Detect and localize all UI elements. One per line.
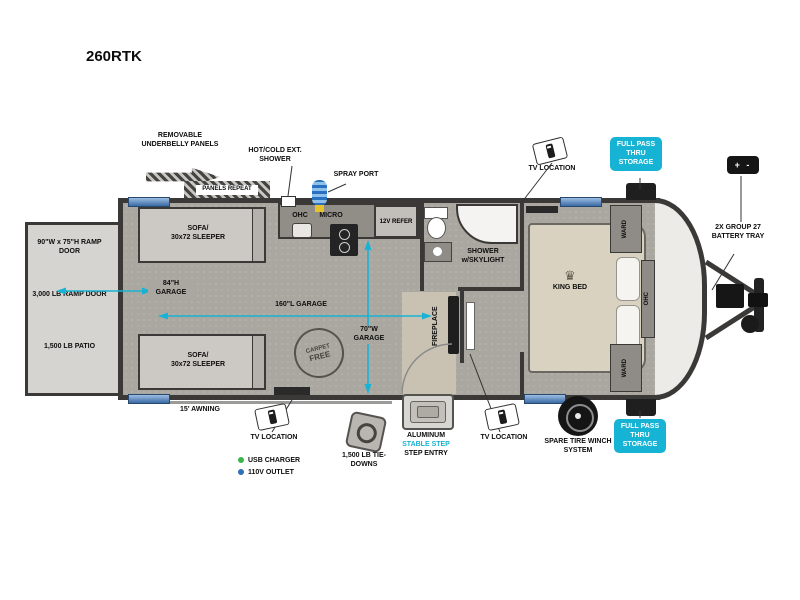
patio-label: 1,500 LB PATIO	[43, 343, 96, 350]
tv-location-label-top: TV LOCATION	[528, 165, 576, 172]
ramp-capacity-label: 3,000 LB RAMP DOOR	[32, 291, 107, 298]
shower-label-line1: SHOWER	[467, 248, 499, 255]
shower-label: SHOWER w/SKYLIGHT	[444, 248, 522, 266]
stove	[330, 224, 358, 256]
bed-ohc-label: OHC	[644, 292, 651, 306]
sofa-bottom: SOFA/ 30x72 SLEEPER	[138, 334, 266, 390]
crown-icon: ♛	[564, 268, 576, 283]
usb-charger-label: USB CHARGER	[248, 457, 301, 464]
fireplace-label: FIREPLACE	[432, 306, 439, 346]
ext-shower-label: HOT/COLD EXT. SHOWER	[248, 147, 302, 163]
fireplace-unit	[448, 296, 459, 354]
ward-label: WARD	[622, 219, 629, 239]
underbelly-label: REMOVABLE UNDERBELLY PANELS	[141, 132, 219, 148]
tv-location-label-bottom-left: TV LOCATION	[250, 434, 298, 441]
micro-label: MICRO	[319, 212, 343, 219]
battery-tray-label: 2X GROUP 27 BATTERY TRAY	[711, 224, 765, 240]
tv-remote-icon	[497, 409, 507, 425]
awning-label: 15' AWNING	[180, 406, 220, 413]
tv-location-icon-bottom-left	[254, 402, 290, 432]
shower-label-line2: w/SKYLIGHT	[461, 256, 505, 264]
garage-height-label: 84"H GARAGE	[148, 280, 194, 298]
bed-ohc-cabinet: OHC	[641, 260, 655, 338]
garage-window-top	[128, 197, 170, 207]
bedroom-wall-top	[520, 203, 524, 291]
usb-charger-dot	[238, 457, 244, 463]
bedroom-wall-tv	[526, 206, 558, 213]
bedroom-window-bottom	[524, 394, 566, 404]
model-title: 260RTK	[86, 48, 142, 65]
garage-width-label: 70"W GARAGE	[346, 326, 392, 344]
tv-remote-icon	[544, 143, 556, 159]
outlet-dot	[238, 469, 244, 475]
usb-charger-legend: USB CHARGER	[238, 457, 318, 466]
pass-thru-door-bottom	[626, 399, 656, 416]
ramp-dimension-label: 90"W x 75"H RAMP DOOR	[37, 239, 102, 255]
wardrobe-bottom: WARD	[610, 344, 642, 392]
wardrobe-top: WARD	[610, 205, 642, 253]
panels-repeat-label: PANELS REPEAT	[196, 185, 258, 195]
outlet-label: 110V OUTLET	[248, 469, 294, 476]
pass-thru-storage-top: FULL PASS THRU STORAGE	[610, 137, 662, 172]
bathroom-wall-bottom	[458, 287, 522, 291]
step-entry-line3: STEP ENTRY	[404, 449, 448, 457]
sofa-armrest	[252, 336, 264, 388]
tie-down-icon	[344, 410, 388, 454]
outlet-legend: 110V OUTLET	[238, 469, 318, 478]
pass-thru-storage-bottom: FULL PASS THRU STORAGE	[614, 419, 666, 454]
tv-location-label-bottom-mid: TV LOCATION	[480, 434, 528, 441]
bedroom-wall-bottom	[520, 352, 524, 398]
ramp-door-panel: 90"W x 75"H RAMP DOOR 3,000 LB RAMP DOOR…	[25, 222, 121, 396]
bathroom-wall-left	[420, 203, 424, 291]
spray-port-label: SPRAY PORT	[333, 171, 379, 178]
tv-location-icon-top	[531, 136, 569, 166]
battery-icon: + -	[727, 156, 759, 174]
sofa-top: SOFA/ 30x72 SLEEPER	[138, 207, 266, 263]
sofa-sleeper-label: 30x72 SLEEPER	[170, 233, 226, 241]
ext-shower-port	[281, 196, 296, 207]
step-entry-line2: STABLE STEP	[402, 440, 450, 448]
garage-length-label: 160"L GARAGE	[275, 301, 327, 308]
spray-port-icon	[312, 180, 327, 206]
trailer-nose	[655, 198, 707, 400]
toilet-bowl	[427, 217, 446, 239]
pillow	[616, 305, 640, 349]
garage-wall-tv	[274, 387, 310, 395]
fireplace-tv	[466, 302, 475, 350]
refrigerator: 12V REFER	[374, 205, 418, 238]
garage-window-bottom	[128, 394, 170, 404]
tie-downs-label: 1,500 LB TIE-DOWNS	[342, 452, 386, 468]
sofa-label: SOFA/	[187, 225, 209, 232]
sink	[292, 223, 312, 238]
ohc-label: OHC	[292, 212, 308, 219]
step-entry-label: ALUMINUM STABLE STEP STEP ENTRY	[392, 432, 460, 458]
sofa-label: SOFA/	[187, 352, 209, 359]
awning-line	[130, 401, 392, 404]
fireplace-wall	[460, 289, 464, 363]
pillow	[616, 257, 640, 301]
sofa-armrest	[252, 209, 264, 261]
entry-steps-icon	[402, 394, 454, 430]
spare-tire-label: SPARE TIRE WINCH SYSTEM	[544, 438, 612, 454]
spare-tire-icon	[558, 396, 598, 436]
tv-remote-icon	[267, 409, 277, 425]
spray-port-tip	[315, 205, 324, 212]
tv-location-icon-bottom-mid	[484, 402, 520, 432]
pass-thru-door-top	[626, 183, 656, 200]
refer-label: 12V REFER	[379, 218, 413, 225]
step-entry-line1: ALUMINUM	[406, 432, 446, 439]
bathroom-vanity	[424, 242, 452, 262]
ward-label: WARD	[622, 358, 629, 378]
battery-terminals: + -	[734, 160, 752, 170]
king-bed-label: KING BED	[552, 284, 588, 291]
sofa-sleeper-label: 30x72 SLEEPER	[170, 360, 226, 368]
bedroom-window-top	[560, 197, 602, 207]
